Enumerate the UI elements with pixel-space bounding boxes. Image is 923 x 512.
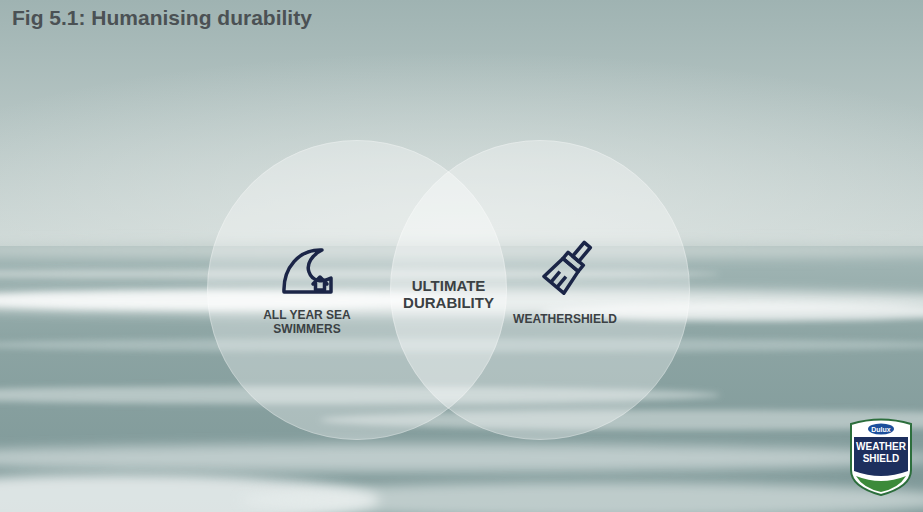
label-holder: Dulux: [866, 425, 896, 434]
circle-label: ALL YEAR SEA SWIMMERS: [252, 308, 362, 336]
circle-outline: [391, 141, 690, 440]
overlap-label: ULTIMATE DURABILITY: [393, 277, 505, 311]
figure-title: Fig 5.1: Humanising durability: [12, 6, 312, 30]
overlap-lens: ULTIMATE DURABILITY: [390, 171, 507, 409]
circle-fill: [390, 140, 690, 440]
circle-fill: [207, 140, 507, 440]
circle-label: WEATHERSHIELD: [503, 312, 627, 326]
foam: [240, 482, 923, 512]
brush-icon: [544, 237, 597, 294]
lens-outline: [390, 171, 507, 409]
logo-wordmark: WEATHER SHIELD: [853, 441, 909, 465]
brand-mark: Dulux: [866, 425, 896, 434]
label-holder: WEATHER SHIELD: [853, 441, 909, 465]
circle-outline: [208, 141, 507, 440]
weathershield-badge: [851, 420, 911, 496]
foam: [0, 444, 923, 472]
wave-icon: [284, 250, 331, 292]
